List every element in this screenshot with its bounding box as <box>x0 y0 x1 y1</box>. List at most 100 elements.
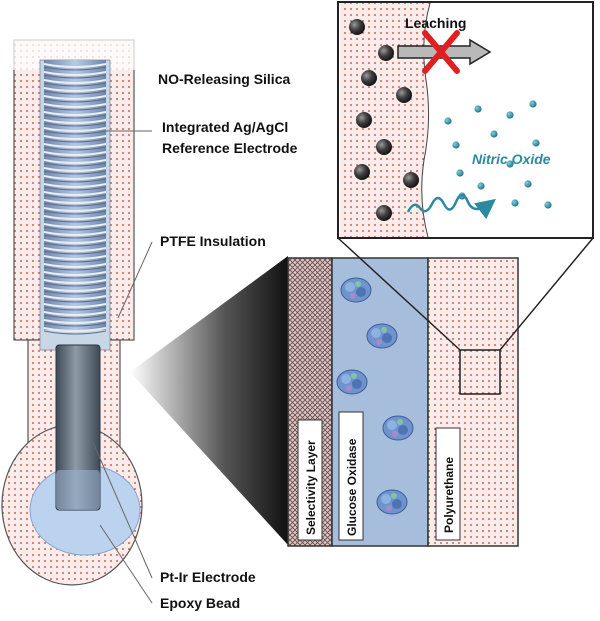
coil-turn <box>43 95 107 100</box>
label-ptfe-insulation: PTFE Insulation <box>160 233 266 249</box>
coil-turn <box>43 271 107 276</box>
coil-turn <box>43 311 107 316</box>
coil-turn <box>43 119 107 124</box>
coil-turn-shadow <box>43 122 107 127</box>
coil-turn <box>43 159 107 164</box>
pt-ir-wire-tip <box>56 470 100 510</box>
label-polyurethane: Polyurethane <box>442 457 456 533</box>
coil-turn <box>43 287 107 292</box>
silica-particle <box>356 112 372 128</box>
silica-particle <box>361 70 377 86</box>
silica-particle <box>349 19 365 35</box>
coil-turn <box>43 183 107 188</box>
label-epoxy-bead: Epoxy Bead <box>160 595 240 611</box>
coil-turn-shadow <box>43 274 107 279</box>
silica-particle <box>376 205 392 221</box>
wavy-arrow-icon <box>406 193 496 220</box>
inset-polyurethane <box>340 3 430 237</box>
coil-turn <box>43 103 107 108</box>
coil-turn <box>43 319 107 324</box>
coil-turn-shadow <box>43 266 107 271</box>
coil-turn <box>43 63 107 68</box>
coil-turn <box>43 143 107 148</box>
nitric-oxide-molecule <box>490 130 498 138</box>
label-reference-electrode-2: Reference Electrode <box>162 140 298 156</box>
coil-turn-shadow <box>43 306 107 311</box>
enzyme-icon <box>382 415 414 441</box>
coil-turn <box>43 255 107 260</box>
selectivity-layer <box>287 257 333 547</box>
coil-turn <box>43 231 107 236</box>
magnify-box <box>459 349 501 395</box>
silica-particles <box>349 19 419 221</box>
nitric-oxide-molecule <box>452 141 460 149</box>
nitric-oxide-molecule <box>474 105 482 113</box>
coil-turn-shadow <box>43 74 107 79</box>
label-no-releasing-silica: NO-Releasing Silica <box>158 71 290 87</box>
coil-turn-shadow <box>43 90 107 95</box>
zoom-cone <box>130 256 288 545</box>
coil-turn-shadow <box>43 330 107 335</box>
nitric-oxide-molecule <box>456 169 464 177</box>
coil-turn-shadow <box>43 114 107 119</box>
nitric-oxide-molecule <box>544 201 552 209</box>
nitric-oxide-molecule <box>529 100 537 108</box>
silica-particle <box>376 139 392 155</box>
coil-turn-shadow <box>43 138 107 143</box>
coil-turn-shadow <box>43 130 107 135</box>
coil-turn-shadow <box>43 202 107 207</box>
coil-turn <box>43 151 107 156</box>
coil-turn <box>43 175 107 180</box>
coil-turn <box>43 71 107 76</box>
coil-turn <box>43 303 107 308</box>
coil-turn-shadow <box>43 194 107 199</box>
coil-turn <box>43 263 107 268</box>
coil-turn <box>43 207 107 212</box>
ag-agcl-coil <box>43 60 107 335</box>
coil-turn-shadow <box>43 154 107 159</box>
coil-turn <box>43 111 107 116</box>
coil-turn-shadow <box>43 218 107 223</box>
enzyme-icon <box>340 277 372 303</box>
nitric-oxide-molecule <box>511 199 519 207</box>
red-x-icon <box>422 30 460 74</box>
coil-turn <box>43 127 107 132</box>
coil-turn <box>43 247 107 252</box>
coil-turn-shadow <box>43 106 107 111</box>
coil-turn-shadow <box>43 82 107 87</box>
coil-turn <box>43 223 107 228</box>
coil-turn-shadow <box>43 258 107 263</box>
coil-turn-shadow <box>43 146 107 151</box>
coil-turn <box>43 87 107 92</box>
coil-turn-shadow <box>43 314 107 319</box>
coil-turn <box>43 279 107 284</box>
coil-turn <box>43 167 107 172</box>
silica-particle <box>403 172 419 188</box>
leader-lines <box>91 130 153 604</box>
label-selectivity-layer: Selectivity Layer <box>304 440 318 535</box>
nitric-oxide-molecule <box>524 180 532 188</box>
coil-turn <box>43 295 107 300</box>
coil-turn-shadow <box>43 226 107 231</box>
glucose-label-box <box>338 411 364 541</box>
coil-turn-shadow <box>43 66 107 71</box>
nitric-oxide-molecule <box>444 117 452 125</box>
coil-turn <box>43 79 107 84</box>
polyurethane-label-box <box>435 427 461 541</box>
coil-turn-shadow <box>43 242 107 247</box>
coil-turn <box>43 199 107 204</box>
label-leaching: Leaching <box>405 15 466 31</box>
nitric-oxide-molecule <box>506 111 514 119</box>
enzyme-icon <box>376 489 408 515</box>
label-nitric-oxide: Nitric Oxide <box>472 151 551 167</box>
coil-turn-shadow <box>43 290 107 295</box>
coil-turn-shadow <box>43 250 107 255</box>
nitric-oxide-molecule <box>477 182 485 190</box>
coil-turn-shadow <box>43 170 107 175</box>
coil-turn-shadow <box>43 234 107 239</box>
coil-turn-shadow <box>43 162 107 167</box>
coil-turn-shadow <box>43 210 107 215</box>
selectivity-label-box <box>297 419 323 541</box>
nitric-oxide-molecule <box>532 139 540 147</box>
